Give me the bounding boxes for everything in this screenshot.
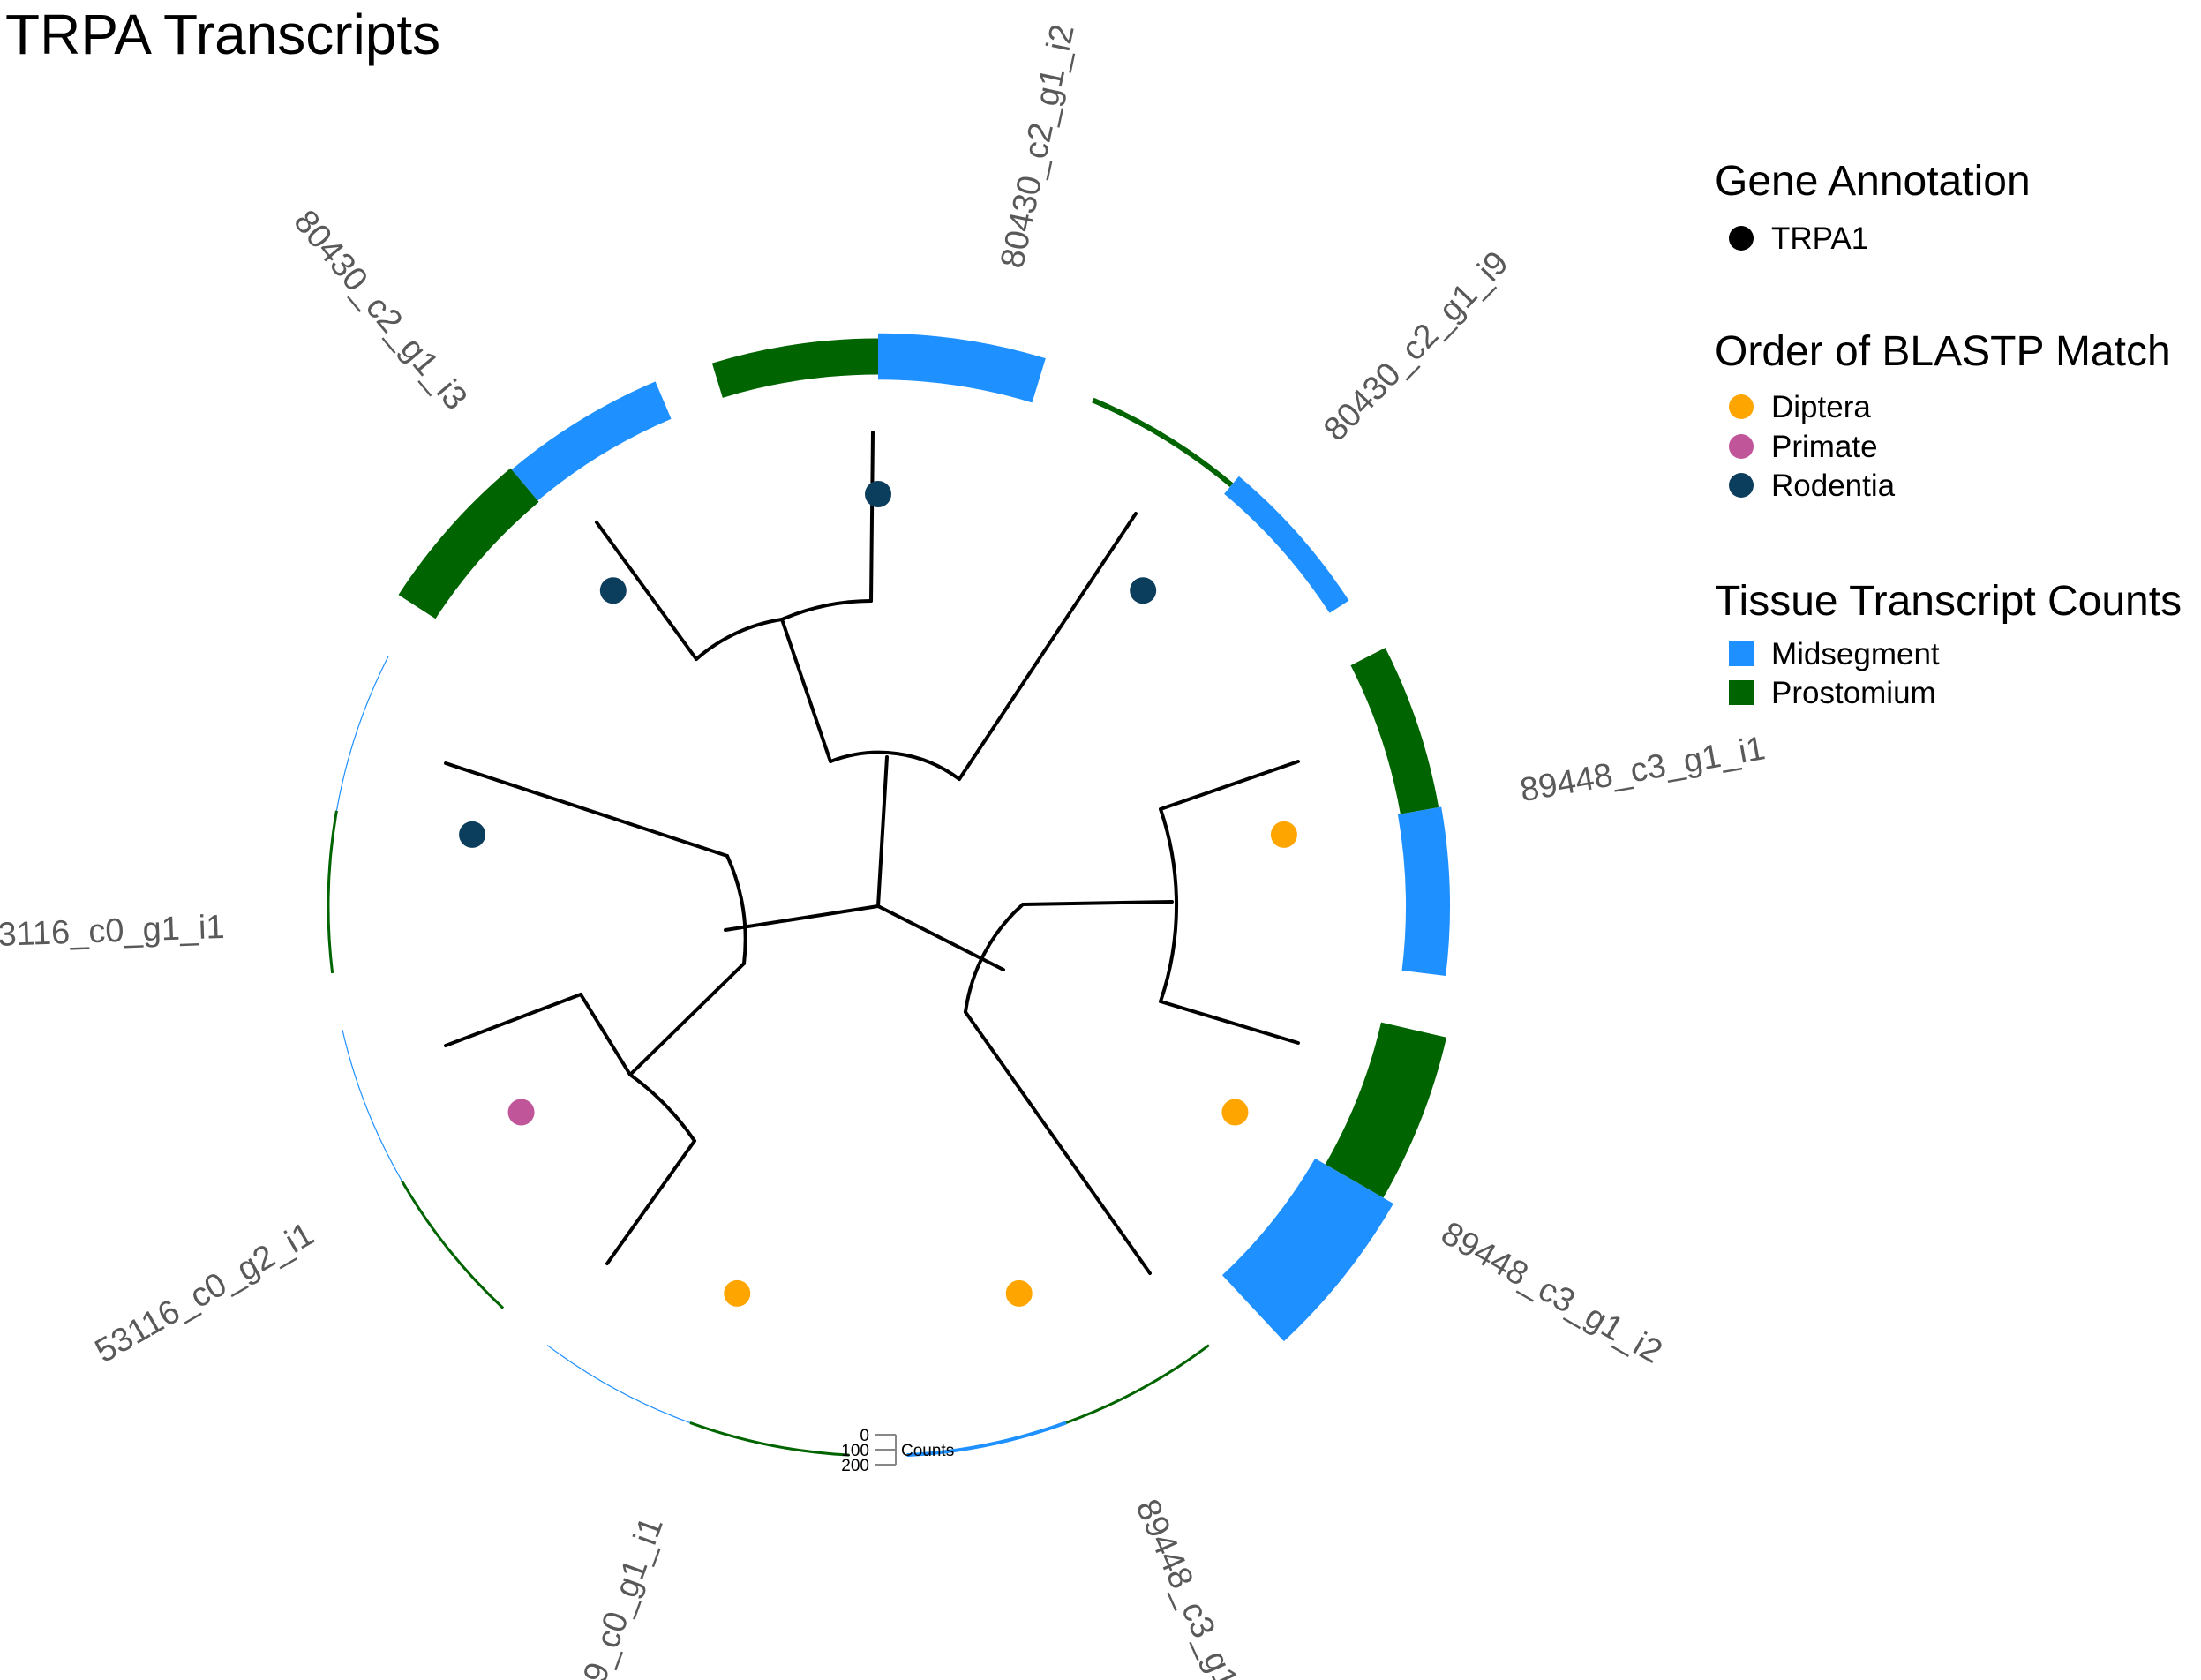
ring-prostomium <box>1065 1344 1210 1424</box>
branch <box>628 962 746 1076</box>
branch <box>725 854 747 965</box>
legend-label-prostomium: Prostomium <box>1771 676 1936 710</box>
legend-label-diptera: Diptera <box>1771 390 1871 424</box>
legend-swatch-rodentia <box>1729 473 1754 498</box>
branch <box>876 755 889 908</box>
branch <box>695 618 784 661</box>
tip-label: 53116_c0_g1_i1 <box>0 909 225 955</box>
ring-midsegment <box>511 381 672 501</box>
tip-point <box>1005 1279 1033 1307</box>
branch <box>579 993 632 1076</box>
branch <box>876 904 1005 971</box>
ring-prostomium <box>398 468 539 619</box>
branch <box>444 761 729 858</box>
tip-label: 89448_c3_g1_i2 <box>1435 1215 1668 1371</box>
ring-prostomium <box>1092 397 1234 488</box>
scale-tick-label: 0 <box>860 1427 869 1445</box>
branch <box>1159 1000 1300 1045</box>
tip-point <box>507 1099 535 1126</box>
branch <box>869 431 875 603</box>
branch <box>964 903 1025 1014</box>
branch <box>958 512 1138 781</box>
legend-swatch-midsegment <box>1729 641 1754 666</box>
tip-point <box>1130 577 1157 604</box>
branch <box>829 750 961 781</box>
branch <box>780 599 873 621</box>
legend-label-rodentia: Rodentia <box>1771 469 1896 503</box>
tip-point <box>724 1279 751 1307</box>
ring-prostomium <box>1350 648 1439 814</box>
tip-point <box>865 481 891 507</box>
ring-midsegment <box>335 656 389 811</box>
legend-label-trpa1: TRPA1 <box>1771 221 1868 256</box>
legend-title-gene-annotation: Gene Annotation <box>1715 158 2031 205</box>
ring-prostomium <box>1325 1022 1447 1198</box>
tip-point <box>1221 1099 1249 1126</box>
ring-midsegment <box>1224 476 1349 613</box>
tree-branches <box>444 431 1300 1275</box>
tip-label: 89448_c3_g1_i5 <box>1128 1494 1263 1680</box>
ring-prostomium <box>401 1180 505 1309</box>
ring-prostomium <box>711 338 878 398</box>
tip-points <box>459 481 1297 1307</box>
tip-label: 80430_c2_g1_i9 <box>1317 244 1515 448</box>
branch <box>595 521 698 661</box>
branch <box>1159 760 1300 811</box>
tip-label: 80430_c2_g1_i2 <box>994 21 1082 272</box>
ring-midsegment <box>878 333 1046 403</box>
page-title: TRPA Transcripts <box>5 3 441 66</box>
ring-midsegment <box>906 1421 1067 1458</box>
tip-label: 80430_c2_g1_i3 <box>286 203 474 416</box>
tip-point <box>599 577 627 604</box>
ring-prostomium <box>689 1421 850 1457</box>
tip-point <box>1270 821 1297 848</box>
tip-label: 36359_c0_g1_i1 <box>551 1512 671 1680</box>
branch <box>444 993 582 1047</box>
legend: Gene Annotation TRPA1 Order of BLASTP Ma… <box>1715 158 2182 710</box>
legend-swatch-trpa1 <box>1729 226 1754 251</box>
legend-swatch-diptera <box>1729 394 1754 419</box>
ring-prostomium <box>327 810 338 974</box>
ring-midsegment <box>1221 1158 1393 1342</box>
tip-point <box>459 821 486 848</box>
branch <box>724 904 880 932</box>
legend-label-midsegment: Midsegment <box>1771 637 1940 671</box>
legend-title-tissue-counts: Tissue Transcript Counts <box>1715 578 2182 625</box>
scale-tick-label: 100 <box>841 1442 869 1460</box>
branch <box>1159 807 1178 1003</box>
branch <box>1021 900 1174 906</box>
branch <box>605 1139 696 1265</box>
legend-label-primate: Primate <box>1771 430 1878 464</box>
branch <box>628 1073 696 1143</box>
count-rings <box>327 333 1450 1458</box>
tip-label: 53116_c0_g2_i1 <box>89 1216 320 1370</box>
ring-midsegment <box>342 1030 402 1181</box>
legend-title-blastp-order: Order of BLASTP Match <box>1715 328 2171 375</box>
tip-labels: 80430_c2_g1_i2 80430_c2_g1_i9 89448_c3_g1_… <box>0 21 1768 1680</box>
ring-midsegment <box>546 1345 691 1423</box>
scale-tick-label: 200 <box>841 1457 869 1475</box>
legend-swatch-prostomium <box>1729 680 1754 705</box>
ring-midsegment <box>1397 806 1450 976</box>
scale-title: Counts <box>901 1442 954 1460</box>
legend-swatch-primate <box>1729 434 1754 459</box>
branch <box>964 1010 1152 1275</box>
branch <box>780 618 832 763</box>
tip-label: 89448_c3_g1_i1 <box>1517 730 1768 809</box>
